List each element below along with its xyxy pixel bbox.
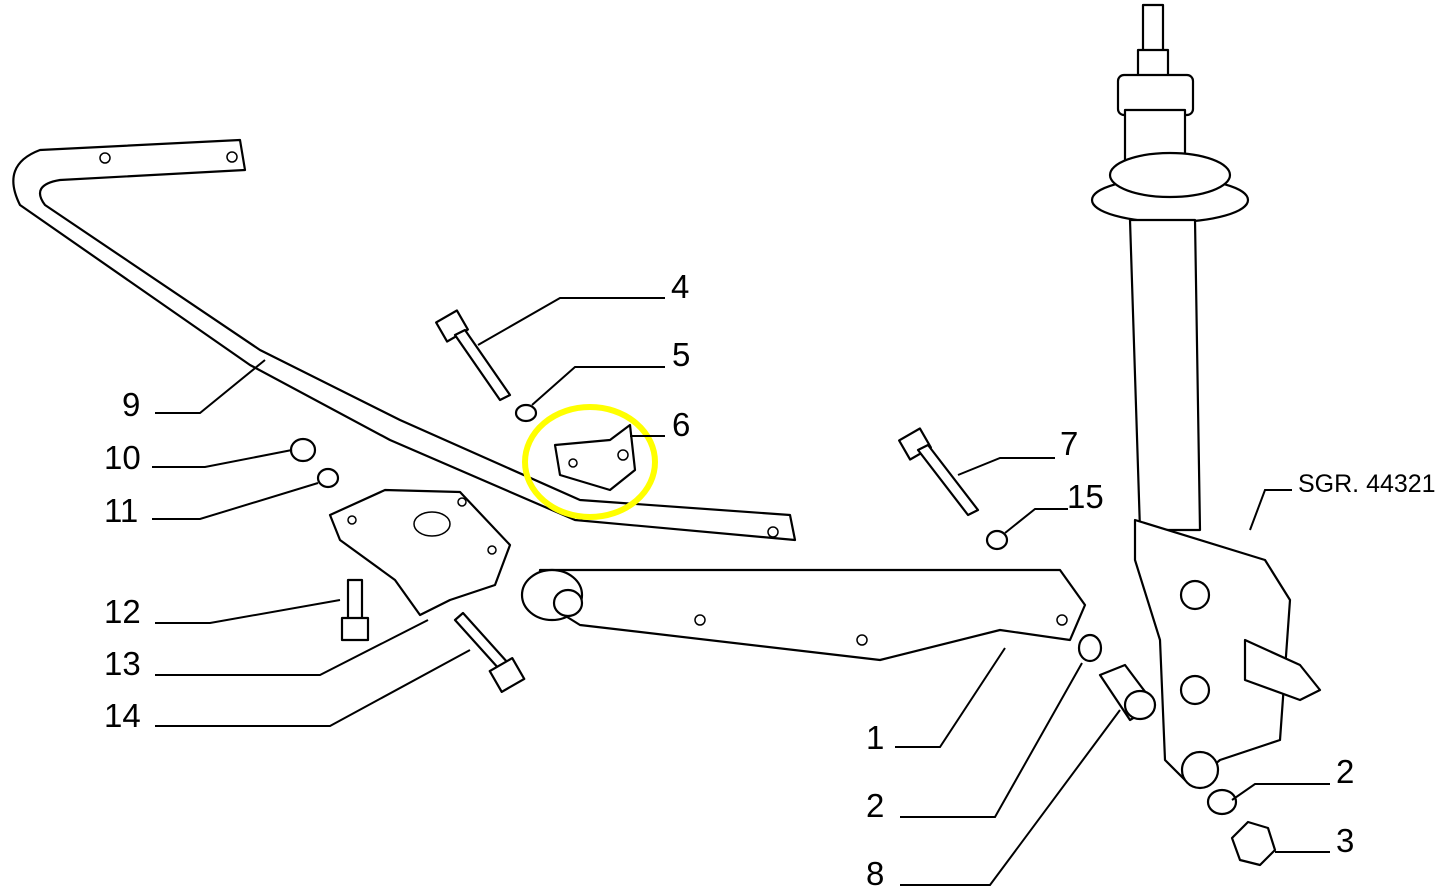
callout-10: 10 bbox=[104, 439, 141, 476]
leader-lines bbox=[152, 297, 1330, 886]
callout-2-right: 2 bbox=[1336, 753, 1354, 790]
washer-11 bbox=[316, 467, 340, 489]
callout-12: 12 bbox=[104, 593, 141, 630]
washer-2 bbox=[1077, 633, 1103, 663]
nut-15 bbox=[985, 529, 1009, 551]
stabilizer-bar bbox=[12, 138, 797, 542]
callout-7: 7 bbox=[1060, 425, 1078, 462]
bushing-8 bbox=[1098, 663, 1157, 722]
nut-3 bbox=[1230, 820, 1277, 867]
callout-6: 6 bbox=[672, 406, 690, 443]
callout-1: 1 bbox=[866, 719, 884, 756]
callout-14: 14 bbox=[104, 697, 141, 734]
callout-8: 8 bbox=[866, 855, 884, 887]
callout-5: 5 bbox=[672, 336, 690, 373]
nut-10 bbox=[289, 437, 317, 463]
bolt-14 bbox=[453, 611, 526, 693]
bolt-7 bbox=[898, 427, 980, 517]
callout-15: 15 bbox=[1067, 478, 1104, 515]
callout-13: 13 bbox=[104, 645, 141, 682]
bolt-4 bbox=[435, 309, 512, 402]
strut bbox=[1090, 3, 1322, 790]
control-arm bbox=[520, 568, 1087, 662]
callout-3: 3 bbox=[1336, 822, 1354, 859]
reference-code: SGR. 44321 bbox=[1298, 470, 1436, 498]
bolt-12 bbox=[340, 578, 370, 642]
washer-2b bbox=[1206, 788, 1238, 816]
callout-11: 11 bbox=[104, 492, 138, 529]
callout-4: 4 bbox=[671, 268, 689, 305]
washer-5 bbox=[514, 403, 538, 423]
callout-2: 2 bbox=[866, 787, 884, 824]
bracket-6 bbox=[553, 423, 637, 492]
mounting-plate bbox=[328, 488, 512, 617]
highlight-circle bbox=[522, 404, 658, 520]
callout-9: 9 bbox=[122, 386, 140, 423]
